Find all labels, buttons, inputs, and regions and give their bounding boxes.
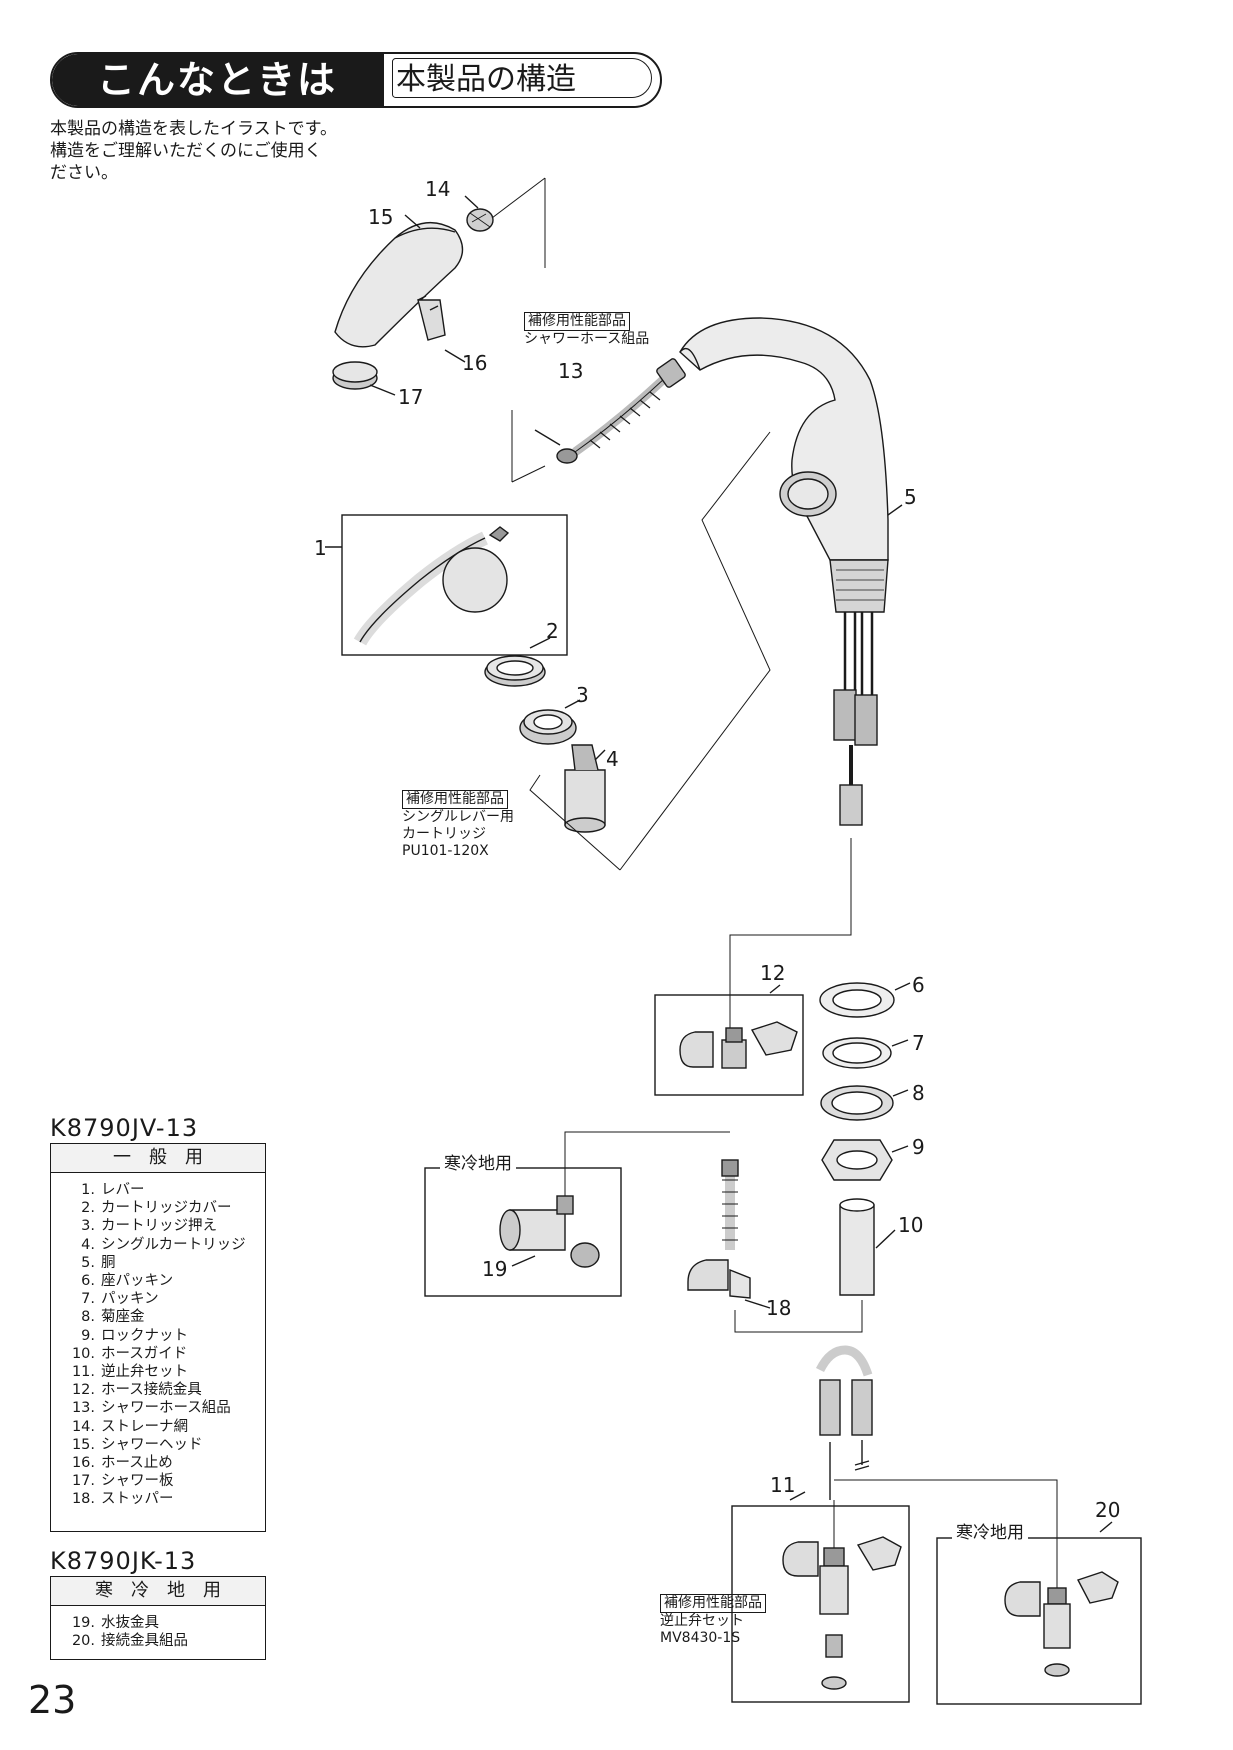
callout-13: 13 bbox=[558, 359, 584, 383]
check-valve-code: MV8430-1S bbox=[660, 1630, 741, 1646]
callout-6: 6 bbox=[912, 973, 925, 997]
lever-assembly-drawing bbox=[325, 514, 568, 656]
washer-stack-drawing bbox=[819, 982, 911, 1296]
shower-hose-bracket bbox=[491, 177, 546, 483]
callout-5: 5 bbox=[904, 485, 917, 509]
repair-part-tag: 補修用性能部品 bbox=[660, 1594, 766, 1613]
section-category: こんなときは bbox=[52, 54, 382, 106]
list-item: 5.胴 bbox=[81, 1254, 116, 1271]
model-general: K8790JV-13 bbox=[50, 1114, 199, 1142]
shower-hose-label: 補修用性能部品 シャワーホース組品 bbox=[524, 312, 649, 348]
callout-3: 3 bbox=[576, 683, 589, 707]
shower-head-drawing bbox=[332, 195, 494, 396]
list-item: 18.ストッパー bbox=[71, 1491, 174, 1508]
page-number: 23 bbox=[28, 1678, 77, 1722]
lower-hoses-drawing bbox=[815, 1345, 873, 1500]
hose-connector-box-drawing bbox=[654, 984, 804, 1096]
cold-region-label-a: 寒冷地用 bbox=[440, 1156, 516, 1173]
list-item: 6.座パッキン bbox=[81, 1273, 174, 1290]
repair-part-tag: 補修用性能部品 bbox=[524, 312, 630, 331]
list-item: 1.レバー bbox=[81, 1182, 145, 1198]
cartridge-code: PU101-120X bbox=[402, 843, 489, 859]
cartridge-stack-drawing bbox=[484, 637, 621, 871]
parts-list: 19.水抜金具 20.接続金具組品 bbox=[51, 1606, 265, 1656]
cartridge-name-line2: カートリッジ bbox=[402, 826, 486, 842]
cartridge-name-line1: シングルレバー用 bbox=[402, 809, 514, 825]
section-title-wrap: 本製品の構造 bbox=[382, 54, 660, 106]
callout-8: 8 bbox=[912, 1081, 925, 1105]
list-item: 14.ストレーナ網 bbox=[71, 1418, 188, 1435]
list-item: 17.シャワー板 bbox=[71, 1473, 174, 1490]
intro-text: 本製品の構造を表したイラストです。 構造をご理解いただくのにご使用く ださい。 bbox=[50, 118, 410, 184]
callout-10: 10 bbox=[898, 1213, 924, 1237]
callout-16: 16 bbox=[462, 351, 488, 375]
list-item: 19.水抜金具 bbox=[71, 1615, 159, 1631]
list-item: 11.逆止弁セット bbox=[71, 1364, 188, 1381]
intro-line: 構造をご理解いただくのにご使用く bbox=[50, 141, 322, 161]
section-header: こんなときは 本製品の構造 bbox=[50, 52, 662, 108]
intro-line: 本製品の構造を表したイラストです。 bbox=[50, 119, 337, 139]
list-item: 12.ホース接続金具 bbox=[71, 1382, 202, 1399]
list-item: 9.ロックナット bbox=[81, 1327, 188, 1344]
drain-fitting-box-drawing bbox=[424, 1131, 730, 1297]
shower-hose-drawing bbox=[534, 358, 686, 464]
callout-15: 15 bbox=[368, 205, 394, 229]
body-alignment-lines bbox=[619, 431, 852, 1030]
parts-table-general: 一般用 1.レバー 2.カートリッジカバー 3.カートリッジ押え 4.シングルカ… bbox=[50, 1143, 266, 1532]
check-valve-label: 補修用性能部品 逆止弁セット MV8430-1S bbox=[660, 1594, 766, 1647]
model-cold: K8790JK-13 bbox=[50, 1547, 197, 1575]
callout-18: 18 bbox=[766, 1296, 792, 1320]
list-item: 10.ホースガイド bbox=[71, 1345, 188, 1362]
cartridge-label: 補修用性能部品 シングルレバー用 カートリッジ PU101-120X bbox=[402, 790, 514, 860]
list-item: 16.ホース止め bbox=[71, 1455, 173, 1472]
shower-hose-name: シャワーホース組品 bbox=[524, 331, 650, 347]
list-item: 3.カートリッジ押え bbox=[81, 1218, 217, 1235]
repair-part-tag: 補修用性能部品 bbox=[402, 790, 508, 809]
parts-table-cold: 寒冷地用 19.水抜金具 20.接続金具組品 bbox=[50, 1576, 266, 1660]
callout-9: 9 bbox=[912, 1135, 925, 1159]
callout-17: 17 bbox=[398, 385, 424, 409]
list-item: 7.パッキン bbox=[81, 1291, 159, 1308]
callout-19: 19 bbox=[482, 1257, 508, 1281]
parts-table-heading: 一般用 bbox=[51, 1144, 265, 1173]
list-item: 2.カートリッジカバー bbox=[81, 1200, 232, 1217]
cold-region-label-b: 寒冷地用 bbox=[952, 1525, 1028, 1542]
list-item: 20.接続金具組品 bbox=[71, 1633, 188, 1650]
callout-20: 20 bbox=[1095, 1498, 1121, 1522]
callout-14: 14 bbox=[425, 177, 451, 201]
callout-11: 11 bbox=[770, 1473, 796, 1497]
check-valve-name: 逆止弁セット bbox=[660, 1613, 744, 1629]
list-item: 15.シャワーヘッド bbox=[71, 1436, 203, 1453]
flex-hose-drawing bbox=[687, 1159, 863, 1333]
faucet-body-drawing bbox=[679, 317, 903, 826]
callout-2: 2 bbox=[546, 619, 559, 643]
callout-1: 1 bbox=[314, 536, 327, 560]
check-valve-box-drawing bbox=[731, 1491, 910, 1703]
callout-12: 12 bbox=[760, 961, 786, 985]
section-title: 本製品の構造 bbox=[396, 62, 576, 97]
list-item: 8.菊座金 bbox=[81, 1309, 145, 1326]
callout-7: 7 bbox=[912, 1031, 925, 1055]
parts-table-heading: 寒冷地用 bbox=[51, 1577, 265, 1606]
parts-list: 1.レバー 2.カートリッジカバー 3.カートリッジ押え 4.シングルカートリッ… bbox=[51, 1173, 265, 1515]
intro-line: ださい。 bbox=[50, 163, 118, 183]
list-item: 4.シングルカートリッジ bbox=[81, 1236, 246, 1253]
list-item: 13.シャワーホース組品 bbox=[71, 1400, 231, 1417]
callout-4: 4 bbox=[606, 747, 619, 771]
connector-set-box-drawing bbox=[834, 1479, 1142, 1705]
